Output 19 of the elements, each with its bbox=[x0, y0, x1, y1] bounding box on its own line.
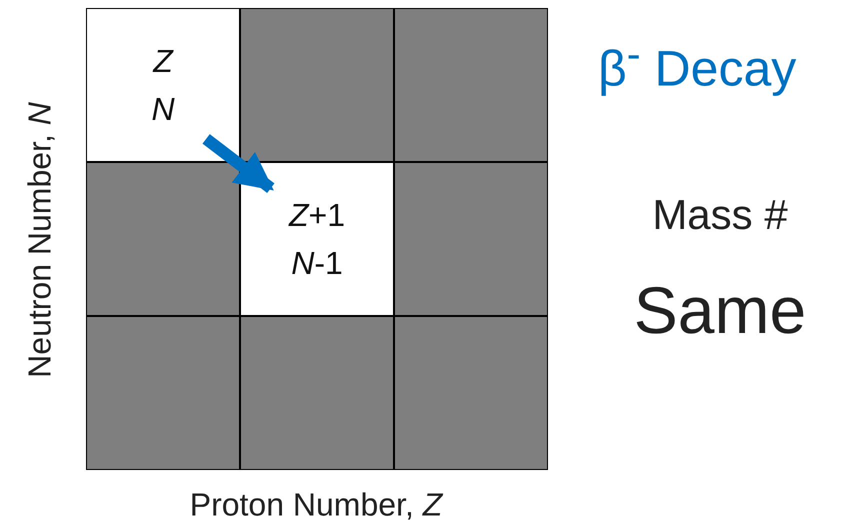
axis-title: Neutron Number, N bbox=[22, 102, 58, 378]
nuclide-cell bbox=[240, 162, 394, 316]
grid-cell bbox=[394, 316, 548, 470]
cell-label: Z+1 bbox=[288, 196, 346, 235]
cell-label: Z bbox=[153, 42, 173, 81]
grid-cell bbox=[86, 316, 240, 470]
annotation: Mass # bbox=[652, 191, 788, 239]
nuclide-cell bbox=[86, 8, 240, 162]
arrow bbox=[202, 134, 274, 193]
annotation: Same bbox=[634, 272, 806, 348]
cell-label: N bbox=[151, 90, 175, 129]
cell-label: N-1 bbox=[291, 244, 343, 283]
axis-title: Proton Number, Z bbox=[190, 486, 442, 524]
grid-cell bbox=[394, 162, 548, 316]
grid-cell bbox=[240, 8, 394, 162]
title: β$^{-}$ Decay bbox=[598, 30, 796, 98]
grid-cell bbox=[240, 316, 394, 470]
grid-cell bbox=[86, 162, 240, 316]
grid-cell bbox=[394, 8, 548, 162]
